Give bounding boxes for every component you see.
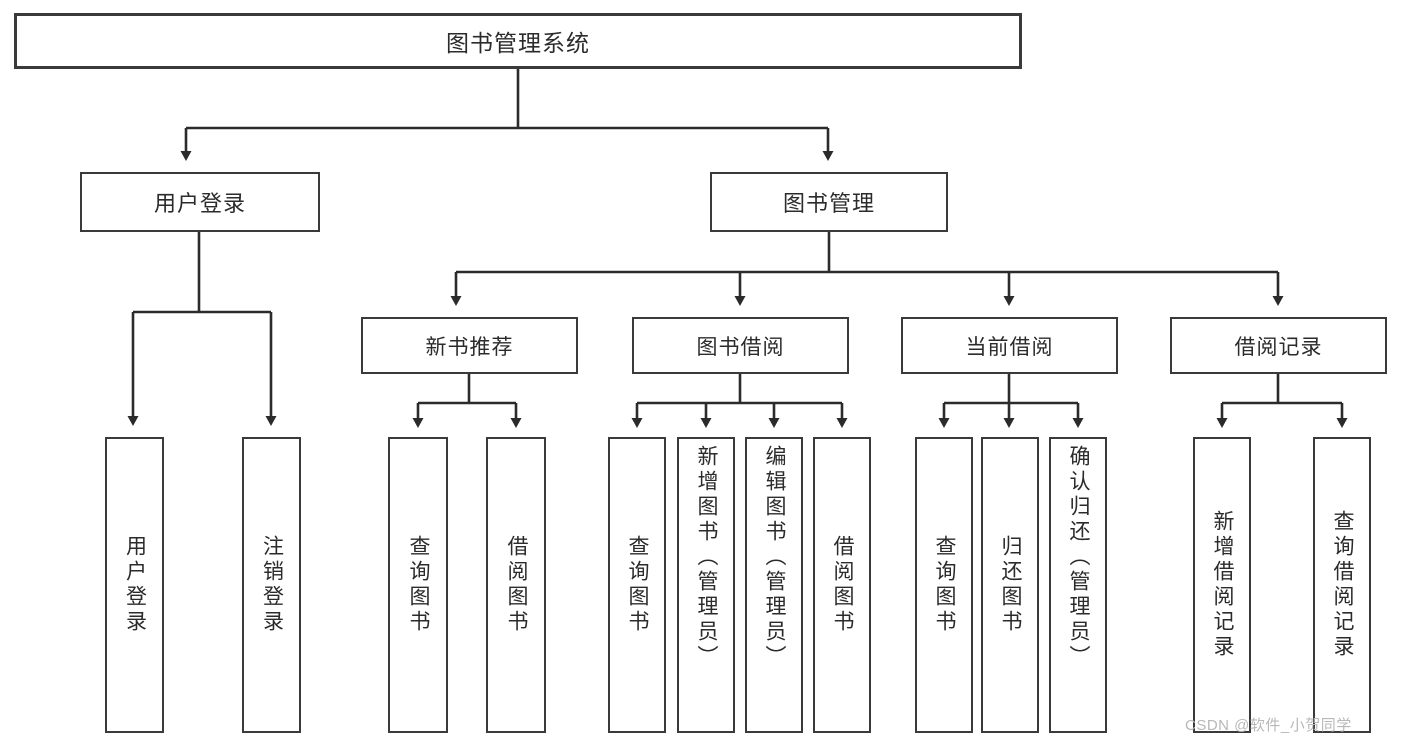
node-label: 编辑图书（管理员） — [763, 445, 787, 670]
node-current-borrow[interactable]: 当前借阅 — [901, 317, 1118, 374]
leaf-current-return-book[interactable]: 归还图书 — [981, 437, 1039, 733]
node-book-borrow[interactable]: 图书借阅 — [632, 317, 849, 374]
node-label: 归还图书 — [999, 535, 1023, 635]
node-label: 查询借阅记录 — [1331, 510, 1355, 660]
node-label: 图书借阅 — [696, 335, 785, 359]
node-book-management[interactable]: 图书管理 — [710, 172, 948, 232]
node-label: 查询图书 — [626, 535, 650, 635]
leaf-borrow-query-book[interactable]: 查询图书 — [608, 437, 666, 733]
node-user-login[interactable]: 用户登录 — [80, 172, 320, 232]
node-root-system[interactable]: 图书管理系统 — [14, 13, 1022, 69]
node-borrow-record[interactable]: 借阅记录 — [1170, 317, 1387, 374]
leaf-user-login-login[interactable]: 用户登录 — [105, 437, 164, 733]
node-label: 新增借阅记录 — [1211, 510, 1235, 660]
node-label: 图书管理 — [782, 191, 875, 216]
node-label: 用户登录 — [153, 191, 246, 216]
node-label: 借阅图书 — [831, 535, 855, 635]
leaf-borrow-borrow-book[interactable]: 借阅图书 — [813, 437, 871, 733]
node-label: 确认归还（管理员） — [1067, 445, 1091, 670]
node-label: 用户登录 — [123, 535, 147, 635]
leaf-current-query-book[interactable]: 查询图书 — [915, 437, 973, 733]
node-label: 查询图书 — [933, 535, 957, 635]
leaf-borrow-edit-book-admin[interactable]: 编辑图书（管理员） — [745, 437, 803, 733]
node-label: 图书管理系统 — [446, 30, 590, 56]
node-label: 新增图书（管理员） — [695, 445, 719, 670]
leaf-record-query-record[interactable]: 查询借阅记录 — [1313, 437, 1371, 733]
watermark-credit: CSDN @软件_小贺同学 — [1185, 717, 1352, 734]
leaf-current-confirm-return-admin[interactable]: 确认归还（管理员） — [1049, 437, 1107, 733]
node-label: 当前借阅 — [965, 335, 1054, 359]
leaf-record-add-record[interactable]: 新增借阅记录 — [1193, 437, 1251, 733]
node-label: 借阅图书 — [505, 535, 529, 635]
node-label: 新书推荐 — [425, 335, 514, 359]
node-label: 查询图书 — [407, 535, 431, 635]
leaf-recommend-borrow-book[interactable]: 借阅图书 — [486, 437, 546, 733]
node-new-book-recommend[interactable]: 新书推荐 — [361, 317, 578, 374]
leaf-borrow-add-book-admin[interactable]: 新增图书（管理员） — [677, 437, 735, 733]
node-label: 借阅记录 — [1234, 335, 1323, 359]
node-label: 注销登录 — [260, 535, 284, 635]
leaf-user-login-logout[interactable]: 注销登录 — [242, 437, 301, 733]
leaf-recommend-query-book[interactable]: 查询图书 — [388, 437, 448, 733]
